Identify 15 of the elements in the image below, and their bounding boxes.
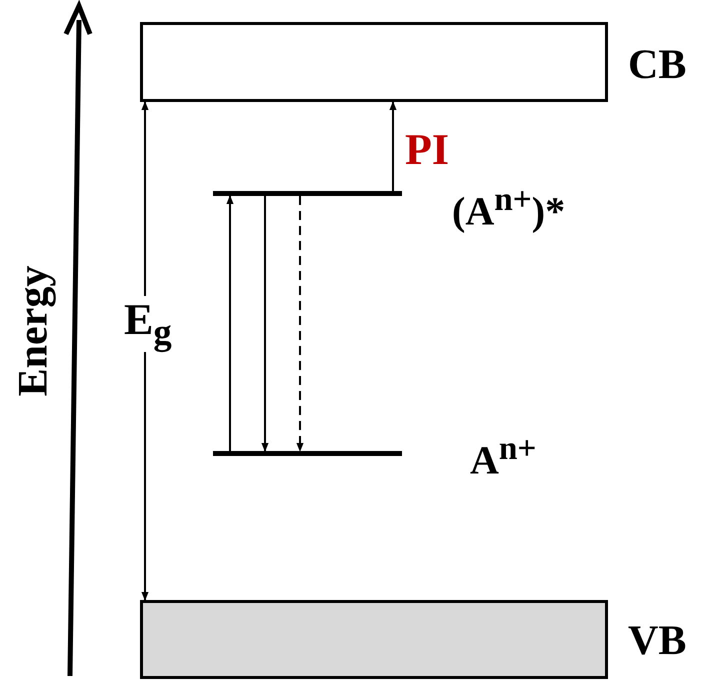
band-label: VB — [628, 620, 686, 662]
energy-level — [213, 451, 402, 456]
axis-label: Energy — [12, 266, 54, 396]
level-label: (A$^{n+}$)* — [452, 183, 566, 232]
energy-level — [213, 191, 402, 196]
band-label: CB — [628, 44, 686, 86]
conduction-band-box — [140, 22, 608, 102]
arrow — [389, 101, 397, 191]
arrow — [226, 195, 234, 451]
level-label: A$^{n+}$ — [470, 432, 536, 480]
arrow — [261, 196, 269, 452]
double-arrow — [141, 101, 149, 601]
valence-band-box — [140, 600, 608, 679]
gap-label: E$_{g}$ — [124, 296, 172, 352]
arrow — [296, 196, 304, 452]
